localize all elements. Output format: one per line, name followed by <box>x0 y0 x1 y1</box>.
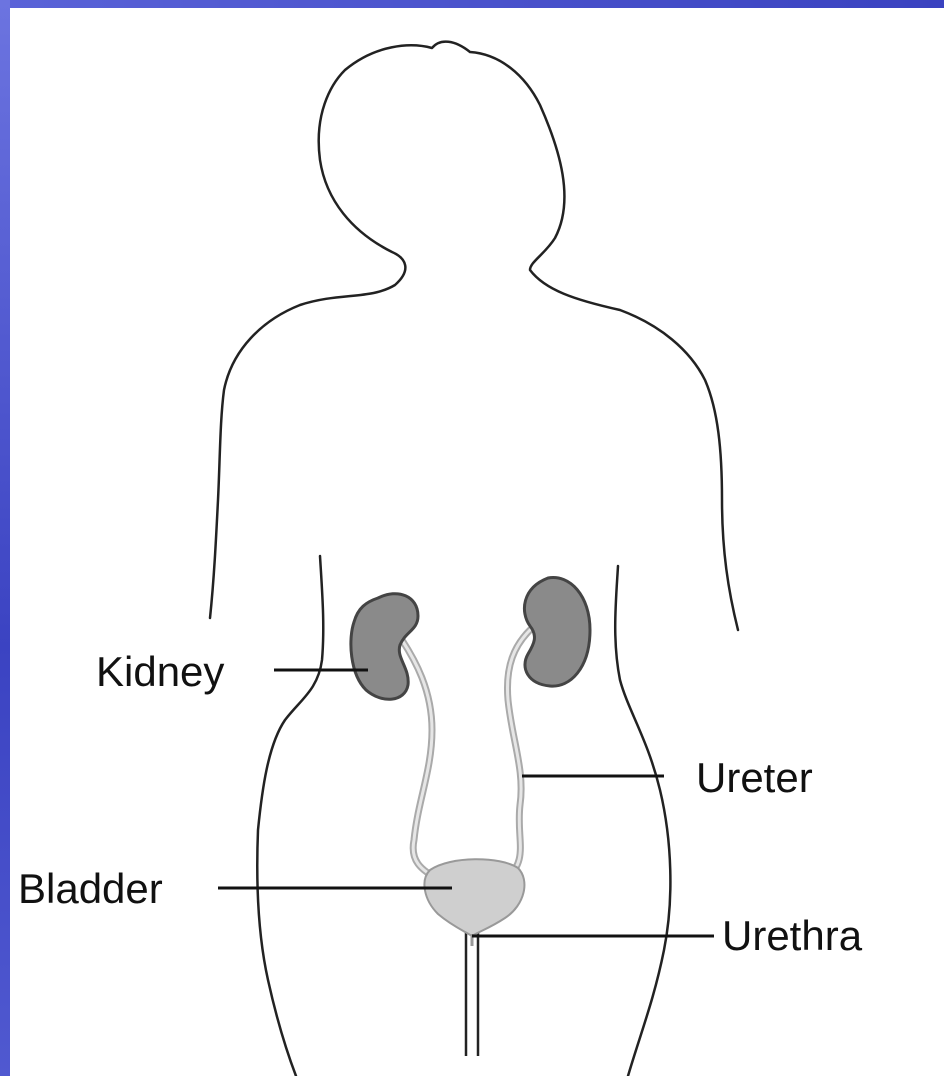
ureter-label: Ureter <box>696 754 813 801</box>
bladder <box>424 859 524 936</box>
kidney-label: Kidney <box>96 648 224 695</box>
body-outline <box>210 42 738 630</box>
right-kidney <box>524 578 590 687</box>
urethra-label: Urethra <box>722 912 863 959</box>
bladder-label: Bladder <box>18 865 163 912</box>
left-torso-outline <box>257 556 323 1076</box>
right-torso-outline <box>615 566 670 1076</box>
